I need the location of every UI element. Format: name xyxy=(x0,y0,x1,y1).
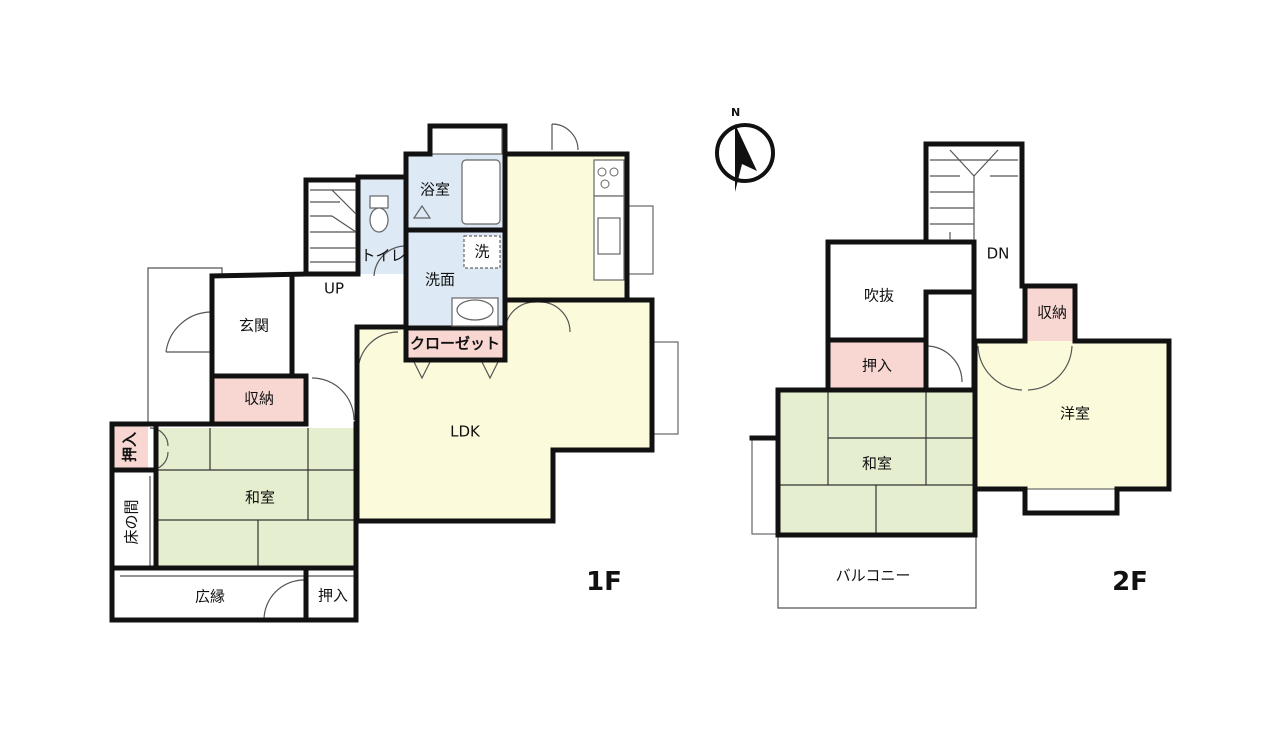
stairs-1f-icon xyxy=(310,189,357,263)
oshiire-2f-fill xyxy=(828,341,924,391)
washitsu-2f-tatami-lines xyxy=(778,390,974,535)
label-oshiire-small: 押入 xyxy=(121,432,139,462)
washbasin-icon xyxy=(451,297,499,327)
label-oshiire-2f: 押入 xyxy=(862,357,892,375)
label-washroom: 洗面 xyxy=(425,271,455,289)
label-oshiire-1f-bottom: 押入 xyxy=(318,587,348,605)
floor-2-label: 2F xyxy=(1112,567,1148,597)
floor-1-walls xyxy=(109,123,655,623)
bathtub-icon xyxy=(461,159,501,225)
closet-fill xyxy=(406,328,505,360)
label-entrance: 玄関 xyxy=(239,317,269,335)
washitsu-1f-fill xyxy=(156,428,356,568)
label-washer: 洗 xyxy=(474,243,489,261)
stairs-2f-icon xyxy=(930,149,1018,240)
north-compass-icon: N xyxy=(715,106,775,192)
floor-2-thin-lines xyxy=(751,345,1118,609)
stove-icon xyxy=(593,159,625,197)
label-closet: クローゼット xyxy=(410,335,500,353)
label-hiroen: 広縁 xyxy=(195,588,225,606)
label-tokonoma: 床の間 xyxy=(123,499,141,544)
fixtures-1f xyxy=(369,159,625,327)
sink-icon xyxy=(593,195,625,281)
triangle-icon xyxy=(412,204,432,219)
washer-icon xyxy=(463,235,501,269)
storage-1f-fill xyxy=(212,376,306,422)
floor-1-label: 1F xyxy=(586,567,622,597)
label-up: UP xyxy=(324,280,344,298)
label-storage-2f: 収納 xyxy=(1037,304,1067,322)
label-storage-1f: 収納 xyxy=(244,390,274,408)
toilet-icon xyxy=(369,195,389,233)
floor-2-walls xyxy=(749,141,1172,538)
label-youshitsu: 洋室 xyxy=(1060,405,1090,423)
label-bath: 浴室 xyxy=(420,181,450,199)
washitsu-1f-tatami-lines xyxy=(156,428,356,568)
label-balcony: バルコニー xyxy=(836,567,911,585)
label-dn: DN xyxy=(987,245,1010,263)
label-toilet: トイレ xyxy=(360,247,405,265)
north-label: N xyxy=(731,106,740,119)
label-fukinuke: 吹抜 xyxy=(864,287,894,305)
youshitsu-fill xyxy=(975,341,1169,489)
oshiire-small-fill xyxy=(112,423,148,470)
floor-1-thin-lines xyxy=(120,123,679,621)
label-washitsu-2f: 和室 xyxy=(862,455,892,473)
storage-2f-fill xyxy=(1025,286,1075,341)
label-washitsu-1f: 和室 xyxy=(245,489,275,507)
label-ldk: LDK xyxy=(450,423,481,441)
